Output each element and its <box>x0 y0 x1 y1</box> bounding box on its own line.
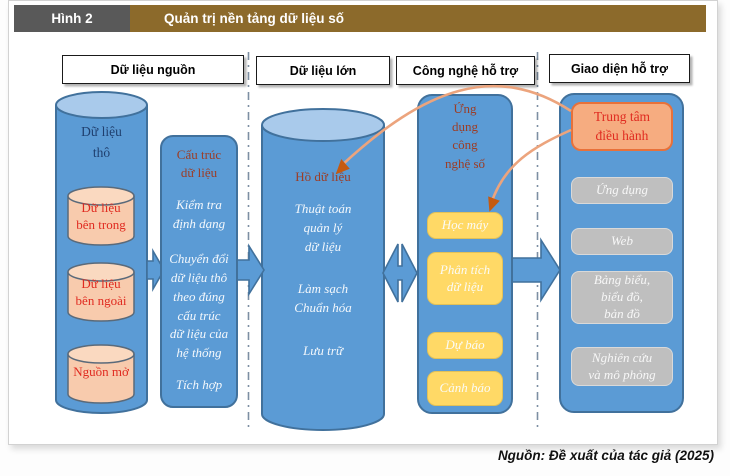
internal-data-label: Dữ liệu bên trong <box>76 200 126 232</box>
data-structure-title: Cấu trúc dữ liệu <box>176 147 222 181</box>
integration-label: Tích hợp <box>175 377 223 392</box>
column-header-interface: Giao diện hỗ trợ <box>549 54 690 83</box>
storage-label: Lưu trữ <box>303 343 343 358</box>
external-data-label: Dữ liệu bên ngoài <box>75 276 127 308</box>
control-center-chip: Trung tâm điều hành <box>571 102 673 151</box>
column-header-technology: Công nghệ hỗ trợ <box>396 56 535 85</box>
format-check-label: Kiểm tra định dạng <box>172 197 226 231</box>
column-header-big-data: Dữ liệu lớn <box>256 56 390 85</box>
technology-title: Ứng dụng công nghệ số <box>444 101 486 171</box>
management-algorithms-label: Thuật toán quản lý dữ liệu <box>294 201 352 254</box>
web-chip: Web <box>571 228 673 255</box>
data-analytics-chip: Phân tích dữ liệu <box>427 252 503 305</box>
alert-chip: Cảnh báo <box>427 371 503 406</box>
data-lake-title: Hồ dữ liệu <box>295 169 351 184</box>
column-header-source-data: Dữ liệu nguồn <box>62 55 244 84</box>
cleaning-normalization-label: Làm sạch Chuẩn hóa <box>294 281 352 315</box>
figure-label: Hình 2 <box>14 5 130 32</box>
dashboards-chip: Bảng biểu, biểu đồ, bản đồ <box>571 271 673 324</box>
raw-data-label: Dữ liệu thô <box>81 124 122 160</box>
forecast-chip: Dự báo <box>427 332 503 359</box>
open-source-label: Nguồn mở <box>73 364 129 379</box>
machine-learning-chip: Học máy <box>427 212 503 239</box>
application-chip: Ứng dụng <box>571 177 673 204</box>
figure-title: Quản trị nền tảng dữ liệu số <box>130 5 706 32</box>
research-simulation-chip: Nghiên cứu và mô phỏng <box>571 347 673 386</box>
source-note: Nguồn: Đề xuất của tác giả (2025) <box>497 448 714 463</box>
conversion-label: Chuyển đổi dữ liệu thô theo đúng cấu trú… <box>169 251 229 361</box>
